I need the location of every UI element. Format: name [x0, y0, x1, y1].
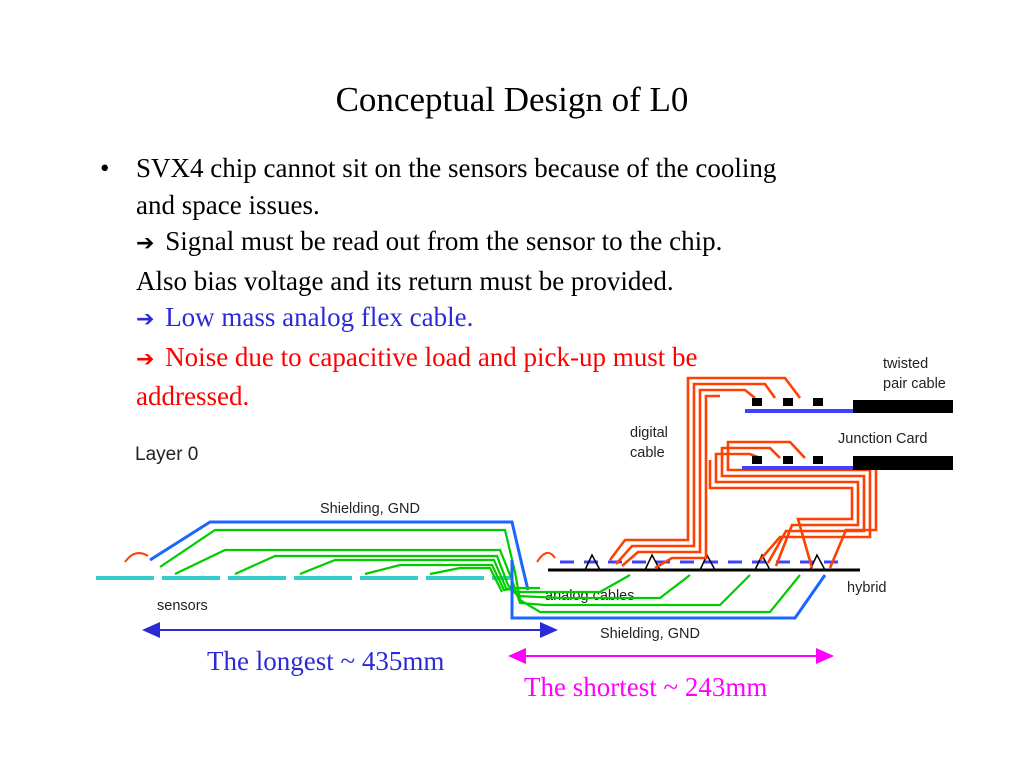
bullet-marker: • [100, 153, 110, 183]
signal-readout-text: Signal must be read out from the sensor … [165, 226, 723, 256]
shielding-bottom-label: Shielding, GND [600, 626, 700, 642]
bias-voltage-line: Also bias voltage and its return must be… [136, 265, 674, 296]
bottom-shielding-line [510, 560, 827, 620]
bullet-arrow-line-flex: ➔ Low mass analog flex cable. [136, 299, 956, 339]
noise-text-tail: addressed. [136, 381, 250, 411]
top-shielding-line [149, 520, 530, 591]
arrow-icon: ➔ [136, 231, 155, 256]
flex-cable-text: Low mass analog flex cable. [165, 302, 474, 332]
twisted-pair-label-1: twisted [883, 356, 928, 372]
digital-cable-label-1: digital [630, 425, 668, 441]
bullet-text: SVX4 chip cannot sit on the sensors beca… [136, 150, 956, 415]
noise-text: Noise due to capacitive load and pick-up… [165, 341, 698, 372]
sensor-wire-bond [124, 552, 149, 563]
bullet-line-1: SVX4 chip cannot sit on the sensors beca… [136, 153, 777, 183]
twisted-pair-connector [745, 398, 953, 413]
bullet-line-2: and space issues. [136, 189, 320, 220]
slide-title: Conceptual Design of L0 [335, 80, 689, 119]
bullet-arrow-line-signal: ➔ Signal must be read out from the senso… [136, 223, 956, 263]
arrow-icon: ➔ [136, 307, 155, 332]
bullet-arrow-line-noise: ➔ Noise due to capacitive load and pick-… [136, 339, 956, 379]
twisted-pair-label-2: pair cable [883, 376, 946, 392]
longest-length-label: The longest ~ 435mm [207, 646, 444, 676]
junction-card [742, 456, 953, 470]
digital-cable-label-2: cable [630, 445, 665, 461]
sensors-label: sensors [157, 598, 208, 614]
junction-card-label: Junction Card [838, 431, 927, 447]
shielding-top-label: Shielding, GND [320, 501, 420, 517]
digital-cable-bundle [608, 376, 878, 570]
layer-0-label: Layer 0 [135, 444, 198, 465]
arrow-icon: ➔ [136, 346, 155, 372]
analog-cables-label: analog cables [545, 588, 635, 604]
hybrid-label: hybrid [847, 580, 887, 596]
shortest-length-label: The shortest ~ 243mm [524, 672, 767, 702]
